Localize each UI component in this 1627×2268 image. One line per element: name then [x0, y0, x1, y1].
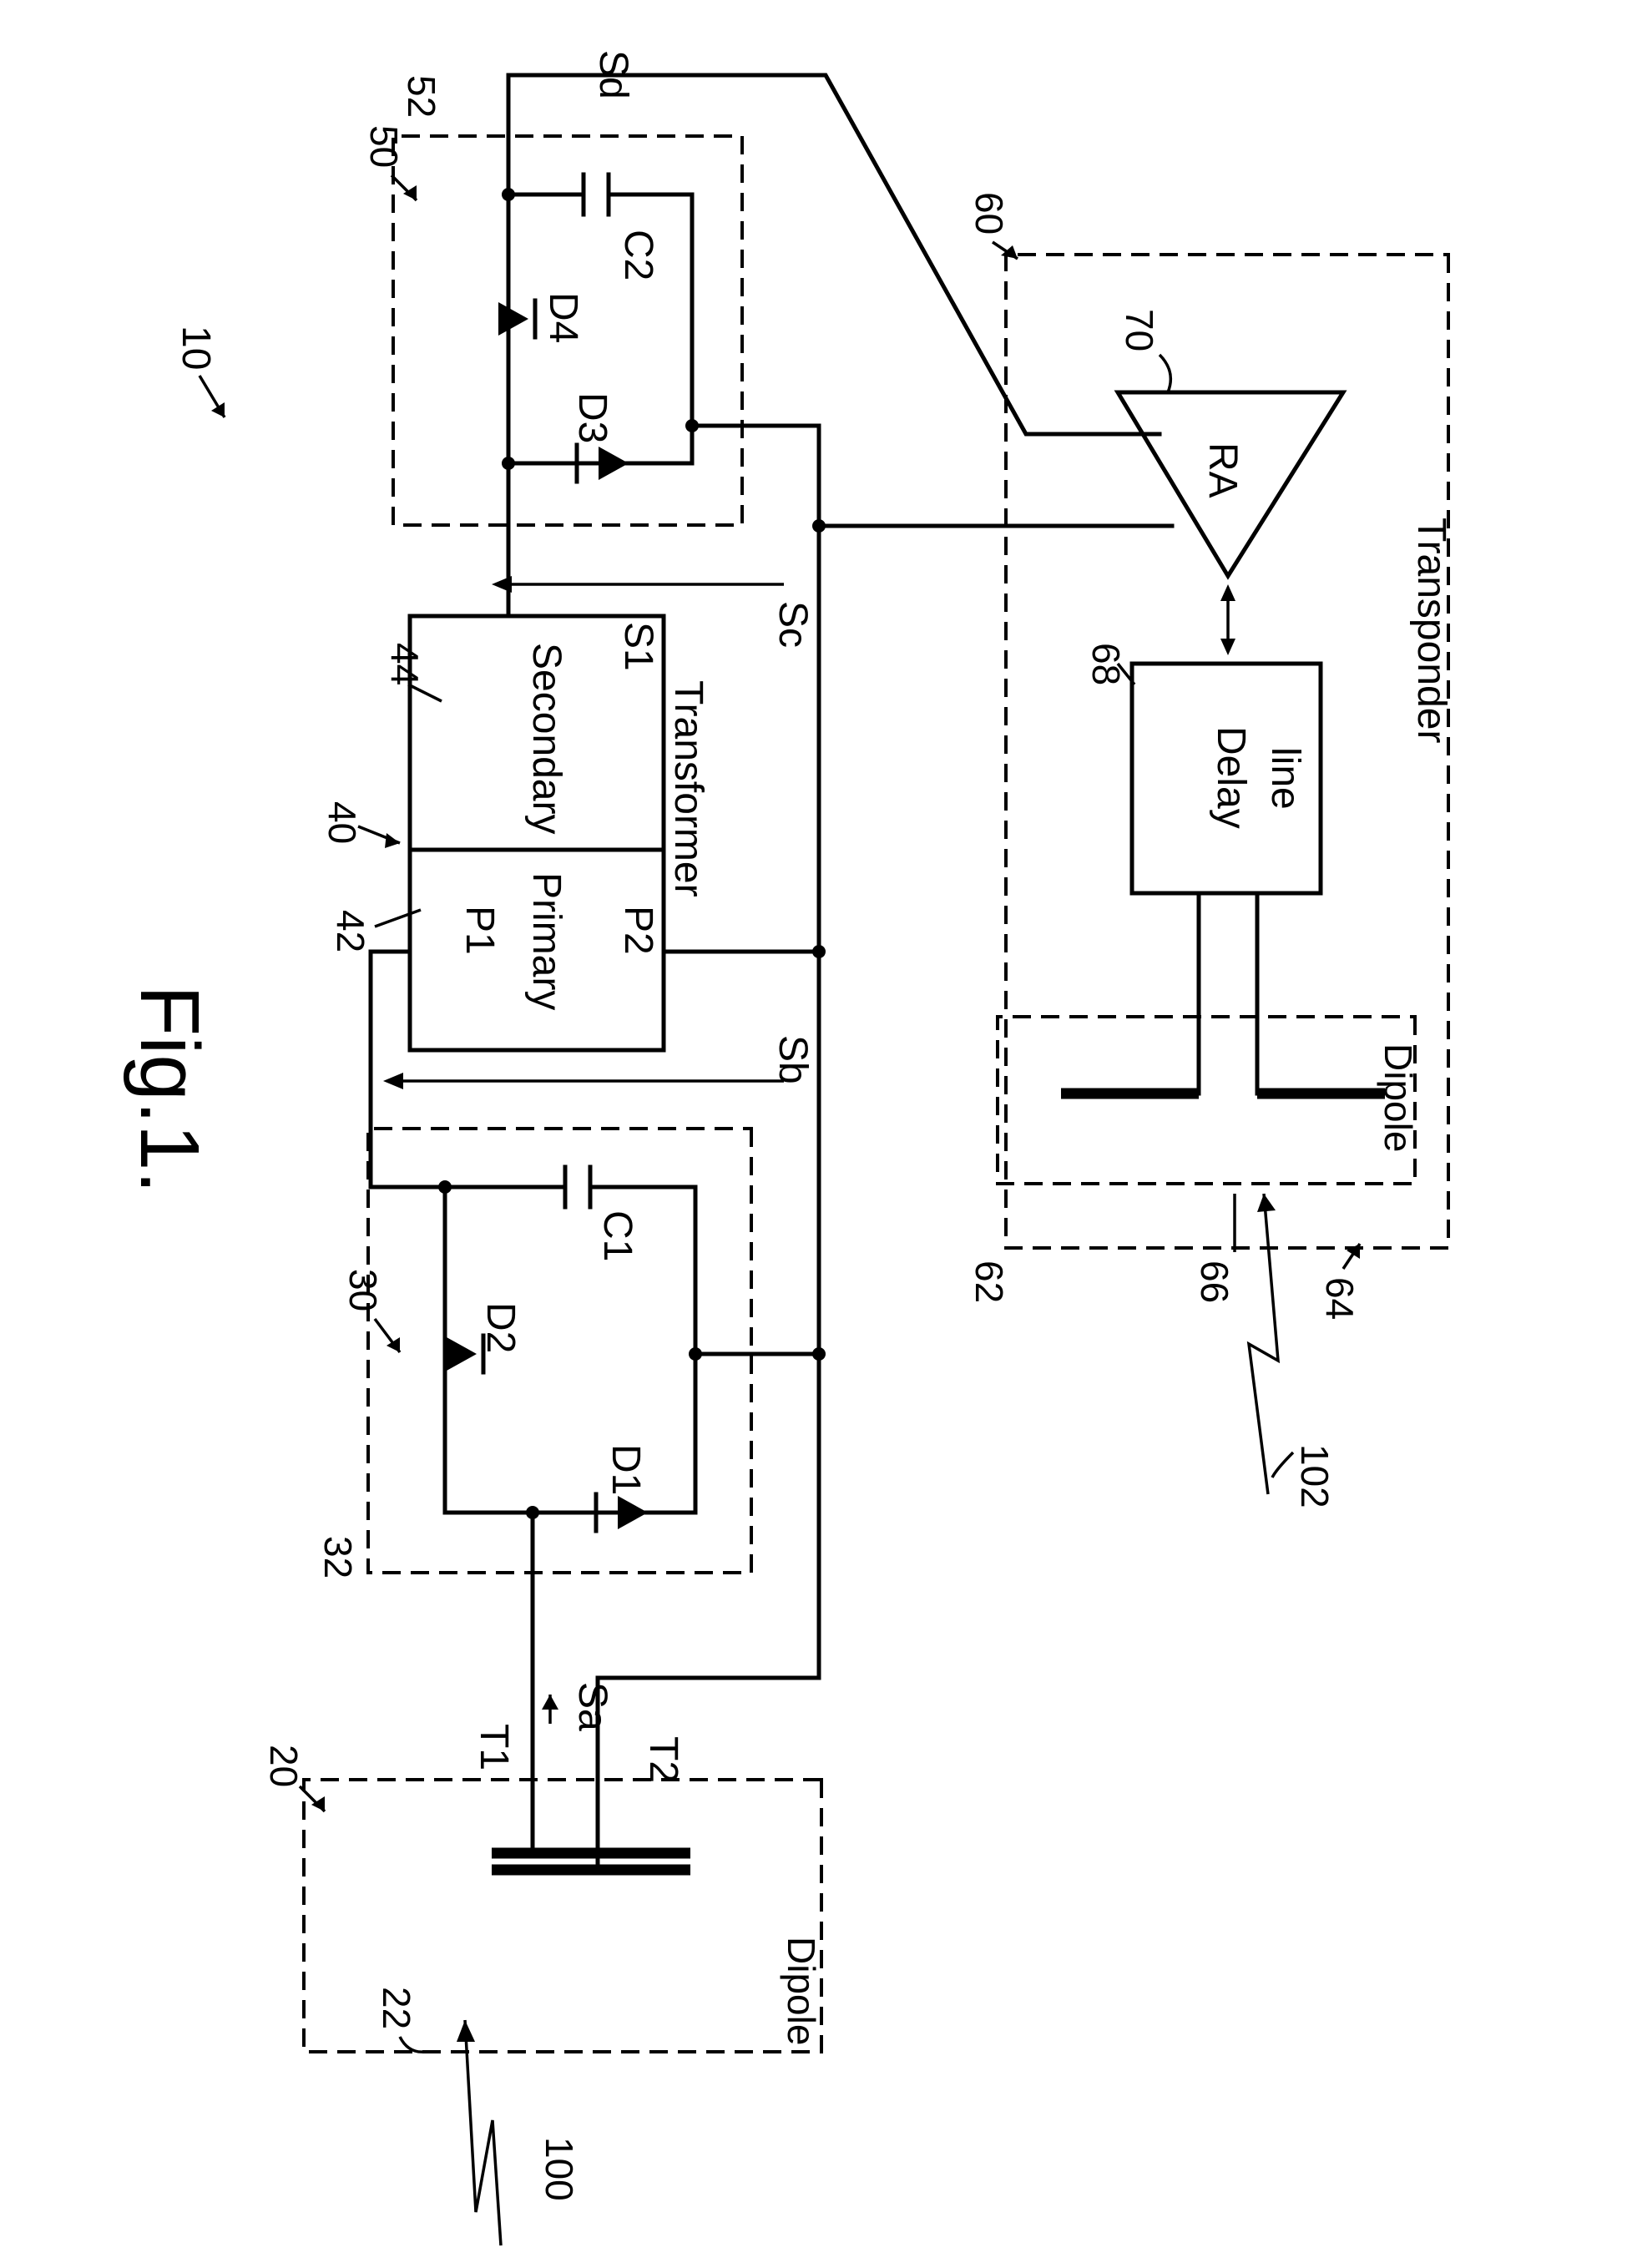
sb-arrowhead	[383, 1073, 403, 1089]
primary-label: Primary	[524, 872, 568, 1010]
cap-c1-gap	[565, 1167, 590, 1207]
ref-60-arrowhead	[1001, 245, 1018, 259]
ref-64-arrowhead	[1347, 1244, 1360, 1259]
incoming-wave-ray	[465, 2020, 501, 2245]
rect2-node-in	[502, 457, 515, 470]
ra-delay-arrow-up	[1220, 584, 1235, 601]
p2-label: P2	[616, 906, 660, 955]
t1-label: T1	[472, 1724, 516, 1770]
cap-c2-gap	[584, 174, 609, 215]
ref-60: 60	[968, 192, 1011, 235]
dipole2-box	[998, 1017, 1415, 1184]
ref-70: 70	[1118, 309, 1161, 351]
rect1-node-in	[526, 1506, 539, 1519]
delay-line-label-1: Delay	[1209, 726, 1253, 829]
ref-30: 30	[341, 1269, 385, 1311]
ref-40-arrowhead	[385, 833, 400, 848]
sb-label: Sb	[771, 1035, 815, 1084]
ref-22: 22	[375, 1987, 418, 2029]
figure-title: Fig.1.	[123, 985, 216, 1194]
ref-52: 52	[400, 75, 443, 118]
ref-40: 40	[321, 801, 364, 844]
d4-label: D4	[541, 292, 585, 343]
diode-d1	[618, 1496, 648, 1529]
ref-68: 68	[1084, 643, 1128, 685]
ref-100: 100	[538, 2137, 581, 2201]
c1-label: C1	[595, 1210, 639, 1261]
ref-10: 10	[174, 326, 218, 370]
ref-22-leader	[400, 2037, 425, 2052]
ref-64: 64	[1318, 1277, 1362, 1320]
t2-label: T2	[641, 1736, 685, 1783]
t2-line	[598, 1354, 819, 1870]
diode-d3	[599, 447, 629, 480]
s1-label: S1	[616, 622, 660, 671]
secondary-label: Secondary	[524, 643, 568, 834]
p1-label: P1	[457, 906, 502, 955]
d1-label: D1	[604, 1444, 648, 1495]
sd-line	[508, 75, 1076, 434]
sa-arrowhead	[542, 1695, 558, 1710]
ra-delay-arrow-down	[1220, 639, 1235, 655]
d2-label: D2	[478, 1302, 523, 1353]
rect2-node-out	[685, 419, 699, 432]
transformer-label: Transformer	[666, 680, 710, 897]
diode-d2	[447, 1337, 477, 1371]
ref-32: 32	[316, 1536, 360, 1579]
ref-66: 66	[1193, 1260, 1236, 1303]
delay-line-label-2: line	[1263, 747, 1307, 810]
ref-50: 50	[362, 125, 406, 168]
dipole1-label: Dipole	[780, 1937, 823, 2045]
rect1-node-out	[689, 1347, 702, 1361]
ref-42: 42	[329, 910, 372, 952]
incoming-wave-arrowhead	[457, 2020, 475, 2042]
transponder-label: Transponder	[1409, 518, 1453, 743]
outgoing-wave-arrowhead	[1257, 1194, 1276, 1212]
ref-102-leader	[1272, 1452, 1293, 1477]
c2-label: C2	[616, 230, 660, 280]
ref-62: 62	[968, 1260, 1011, 1303]
d3-label: D3	[570, 392, 614, 443]
amplifier-label: RA	[1200, 442, 1245, 498]
ref-102: 102	[1293, 1444, 1336, 1508]
rect2-out-to-bus	[692, 426, 819, 526]
diode-d4	[498, 302, 528, 336]
sa-label: Sa	[570, 1682, 614, 1731]
sd-label: Sd	[591, 50, 635, 99]
ref-20: 20	[262, 1745, 306, 1787]
outgoing-wave-ray	[1249, 1194, 1278, 1494]
bus-node-1	[812, 1347, 826, 1361]
ref-44: 44	[383, 643, 427, 685]
sc-label: Sc	[771, 601, 815, 648]
ref-70-leader	[1160, 355, 1170, 392]
